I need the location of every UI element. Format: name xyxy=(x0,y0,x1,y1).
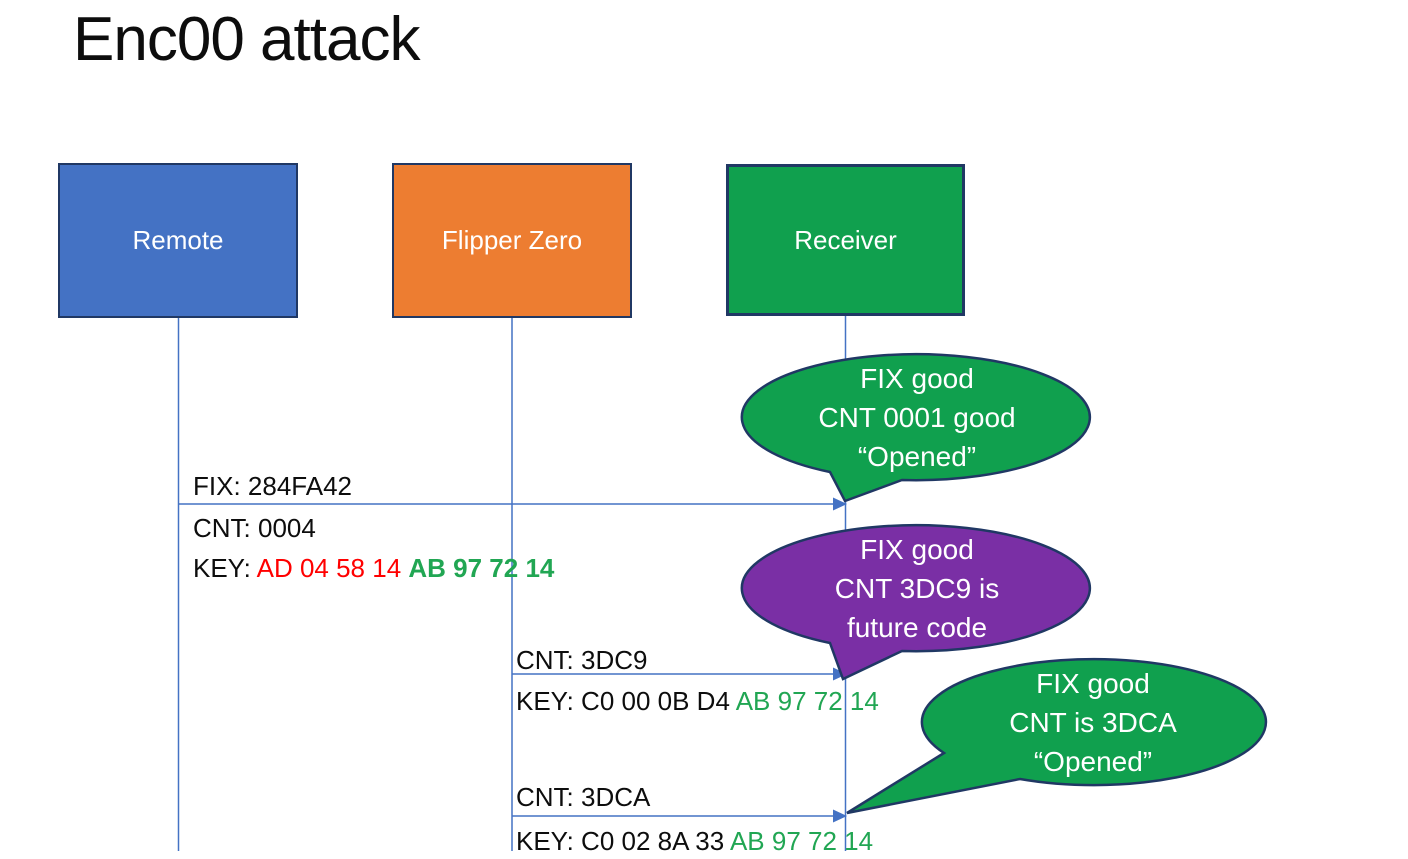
speech-bubble-1-text: FIX good CNT 0001 good “Opened” xyxy=(743,354,1091,480)
message-arrow-3 xyxy=(512,809,847,823)
bubble-line: “Opened” xyxy=(1033,745,1153,777)
key-prefix: KEY: xyxy=(193,553,257,583)
bubble-line: FIX good xyxy=(860,533,974,565)
actor-receiver: Receiver xyxy=(726,164,965,316)
message-arrow-1 xyxy=(179,497,847,511)
speech-bubble-3-text: FIX good CNT is 3DCA “Opened” xyxy=(921,659,1265,785)
message-3-key-label: KEY: C0 02 8A 33 AB 97 72 14 xyxy=(516,826,873,856)
bubble-line: FIX good xyxy=(1036,667,1150,699)
message-1-key-label: KEY: AD 04 58 14 AB 97 72 14 xyxy=(193,553,554,583)
actor-receiver-label: Receiver xyxy=(794,224,897,255)
key-segment-black: C0 02 8A 33 xyxy=(581,826,730,856)
speech-bubble-2 xyxy=(740,523,1092,681)
speech-bubble-1 xyxy=(740,352,1092,503)
message-1-fix-label: FIX: 284FA42 xyxy=(193,471,352,501)
message-2-key-label: KEY: C0 00 0B D4 AB 97 72 14 xyxy=(516,686,879,716)
bubble-line: CNT is 3DCA xyxy=(1009,706,1177,738)
actor-remote: Remote xyxy=(58,163,298,318)
bubble-line: FIX good xyxy=(860,362,974,394)
speech-bubble-3 xyxy=(846,657,1268,815)
key-segment-red: AD 04 58 14 xyxy=(256,553,409,583)
key-prefix: KEY: xyxy=(516,826,582,856)
key-segment-green: AB 97 72 14 xyxy=(729,826,874,856)
bubble-line: CNT 0001 good xyxy=(818,401,1016,433)
actor-flipper-zero: Flipper Zero xyxy=(392,163,632,318)
key-segment-green: AB 97 72 14 xyxy=(408,553,555,583)
actor-remote-label: Remote xyxy=(132,225,224,255)
message-3-cnt-label: CNT: 3DCA xyxy=(516,782,651,812)
message-2-cnt-label: CNT: 3DC9 xyxy=(516,645,648,675)
arrowhead-icon xyxy=(833,809,847,823)
message-1-cnt-label: CNT: 0004 xyxy=(193,513,316,543)
actor-flipper-zero-label: Flipper Zero xyxy=(441,225,583,255)
bubble-line: “Opened” xyxy=(857,440,977,472)
bubble-line: CNT 3DC9 is xyxy=(834,572,1000,604)
key-segment-green: AB 97 72 14 xyxy=(735,686,879,716)
arrowhead-icon xyxy=(833,497,847,511)
key-prefix: KEY: xyxy=(516,686,582,716)
key-segment-black: C0 00 0B D4 xyxy=(581,686,736,716)
bubble-line: future code xyxy=(846,611,988,643)
page-title: Enc00 attack xyxy=(73,5,420,74)
speech-bubble-2-text: FIX good CNT 3DC9 is future code xyxy=(743,525,1091,651)
